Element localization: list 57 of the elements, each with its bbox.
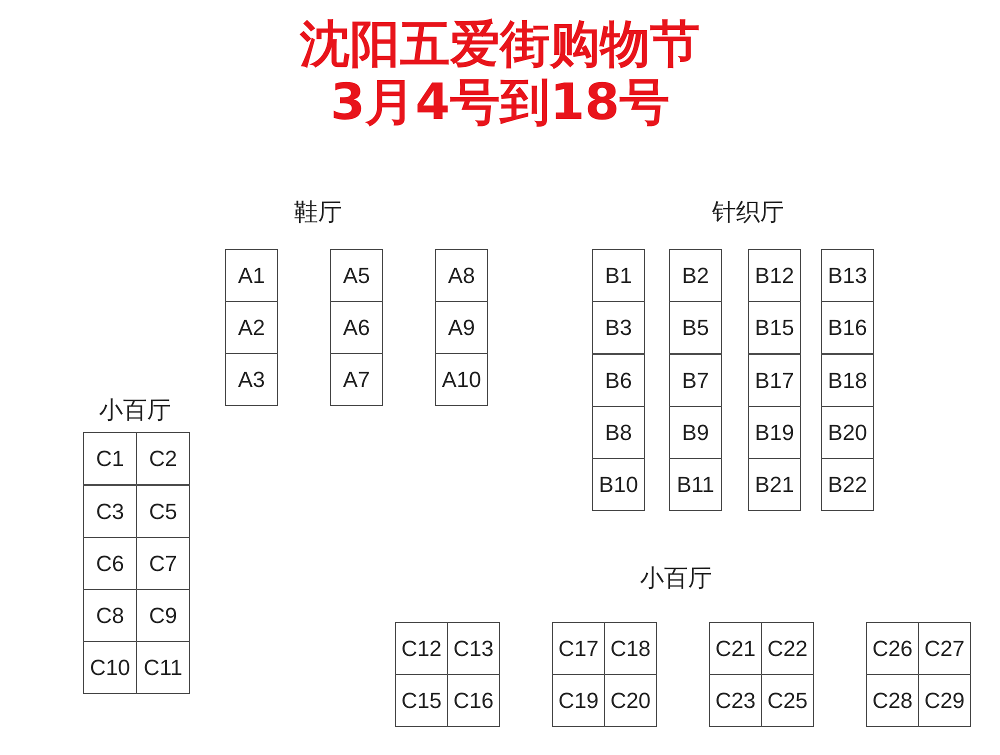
booth-box: C12 <box>395 622 448 675</box>
booth-box: B17 <box>748 354 801 407</box>
booth-box: A9 <box>435 301 488 354</box>
booth-box: C2 <box>136 432 190 485</box>
booth-box: A6 <box>330 301 383 354</box>
booth-box: B18 <box>821 354 874 407</box>
date-heading: 3月4号到18号 <box>330 74 670 130</box>
booth-box: C11 <box>136 641 190 694</box>
booth-box: B9 <box>669 406 722 459</box>
hall-heading: 鞋厅 <box>294 197 342 228</box>
hall-heading: 小百厅 <box>99 395 171 426</box>
booth-box: C19 <box>552 674 605 727</box>
booth-box: C21 <box>709 622 762 675</box>
booth-box: C10 <box>83 641 137 694</box>
booth-box: B5 <box>669 301 722 354</box>
title: 沈阳五爱街购物节 <box>300 16 700 72</box>
booth-box: C29 <box>918 674 971 727</box>
booth-box: A3 <box>225 353 278 406</box>
booth-box: A5 <box>330 249 383 302</box>
booth-box: B22 <box>821 458 874 511</box>
booth-box: A10 <box>435 353 488 406</box>
booth-box: B11 <box>669 458 722 511</box>
booth-box: B21 <box>748 458 801 511</box>
hall-heading: 小百厅 <box>640 563 712 594</box>
booth-box: B20 <box>821 406 874 459</box>
booth-box: C23 <box>709 674 762 727</box>
booth-box: C25 <box>761 674 814 727</box>
booth-box: C1 <box>83 432 137 485</box>
booth-box: B3 <box>592 301 645 354</box>
booth-box: B7 <box>669 354 722 407</box>
booth-box: B12 <box>748 249 801 302</box>
booth-box: C5 <box>136 485 190 538</box>
hall-heading: 针织厅 <box>712 197 784 228</box>
booth-box: C17 <box>552 622 605 675</box>
booth-box: A2 <box>225 301 278 354</box>
booth-box: B19 <box>748 406 801 459</box>
booth-box: C22 <box>761 622 814 675</box>
booth-box: C27 <box>918 622 971 675</box>
booth-box: C20 <box>604 674 657 727</box>
booth-box: C26 <box>866 622 919 675</box>
booth-box: B10 <box>592 458 645 511</box>
booth-box: C16 <box>447 674 500 727</box>
booth-box: B13 <box>821 249 874 302</box>
booth-box: A8 <box>435 249 488 302</box>
booth-box: A7 <box>330 353 383 406</box>
booth-box: B8 <box>592 406 645 459</box>
booth-box: A1 <box>225 249 278 302</box>
booth-box: C13 <box>447 622 500 675</box>
booth-box: C15 <box>395 674 448 727</box>
booth-box: B6 <box>592 354 645 407</box>
booth-box: B15 <box>748 301 801 354</box>
booth-box: C18 <box>604 622 657 675</box>
booth-box: B1 <box>592 249 645 302</box>
booth-box: B2 <box>669 249 722 302</box>
booth-box: C28 <box>866 674 919 727</box>
booth-box: C3 <box>83 485 137 538</box>
booth-box: B16 <box>821 301 874 354</box>
